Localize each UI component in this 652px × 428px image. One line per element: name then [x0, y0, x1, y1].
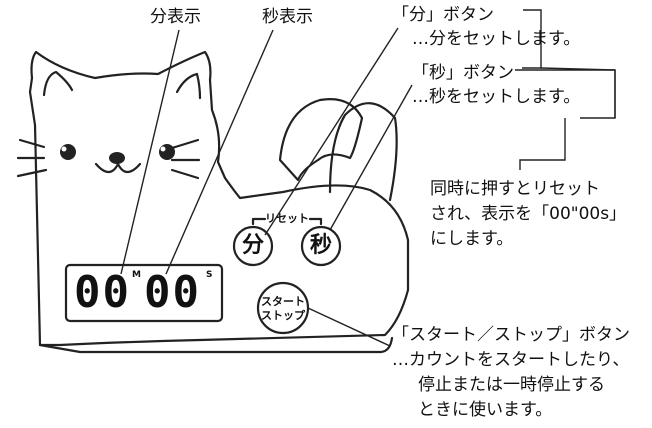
reset-desc-line3: にします。 — [430, 229, 514, 249]
startstop-button-line1[interactable]: スタート — [261, 295, 305, 308]
reset-bracket — [251, 217, 323, 226]
right-ear-inner — [175, 72, 202, 100]
display-seconds: 00 — [144, 267, 201, 318]
tail — [278, 98, 398, 202]
minute-button-title: 「分」ボタン — [392, 5, 494, 25]
leader-second-button — [329, 84, 413, 231]
minute-button-desc: …分をセットします。 — [412, 29, 581, 49]
bracket-minute — [522, 9, 542, 69]
cat-body-outline — [28, 50, 410, 347]
leader-minute-button — [264, 27, 399, 236]
minute-display-label: 分表示 — [150, 7, 201, 27]
display-frame — [64, 263, 224, 323]
second-unit: S — [206, 270, 213, 280]
second-button-circle — [300, 225, 342, 267]
base-line — [38, 336, 394, 354]
reset-desc-line2: され、表示を「00"00s」 — [430, 204, 627, 224]
startstop-button-line2[interactable]: ストップ — [261, 309, 305, 322]
whiskers-right — [170, 138, 201, 180]
mouth — [94, 162, 142, 174]
minute-button[interactable]: 分 — [241, 233, 264, 258]
display-minutes: 00 — [74, 267, 131, 318]
startstop-desc3: ときに使います。 — [418, 400, 553, 420]
left-ear-inner — [42, 70, 74, 97]
right-eye — [159, 144, 175, 160]
second-display-label: 秒表示 — [262, 7, 313, 27]
bracket-connect — [519, 67, 616, 170]
startstop-title: 「スタート／ストップ」ボタン — [392, 325, 630, 345]
leader-startstop — [307, 307, 391, 347]
left-eye — [60, 144, 76, 160]
second-button-title: 「秒」ボタン — [412, 63, 514, 83]
second-button[interactable]: 秒 — [309, 233, 332, 258]
startstop-desc1: …カウントをスタートしたり、 — [392, 350, 630, 370]
reset-desc-line1: 同時に押すとリセット — [430, 179, 600, 199]
reset-label: リセット — [265, 212, 309, 225]
whiskers-left — [16, 138, 48, 178]
leader-minute-display — [120, 29, 180, 275]
minute-unit: M — [132, 270, 141, 280]
second-button-desc: …秒をセットします。 — [412, 87, 581, 107]
leader-second-display — [165, 29, 274, 275]
minute-button-circle — [232, 225, 274, 267]
nose — [109, 152, 125, 164]
startstop-desc2: 停止または一時停止する — [418, 375, 605, 395]
